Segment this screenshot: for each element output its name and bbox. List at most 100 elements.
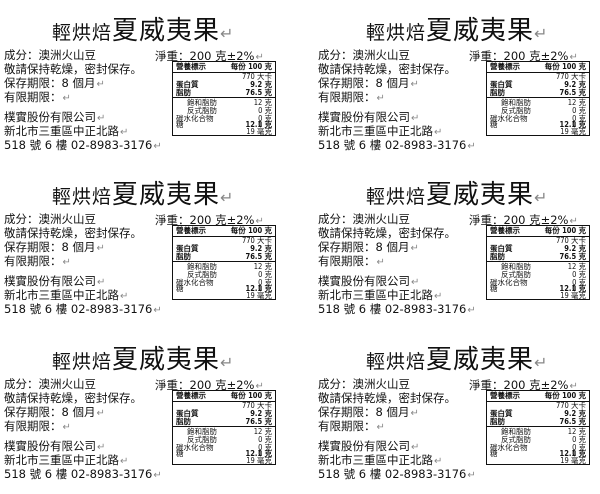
storage-text: 敬請保持乾燥，密封保存。 bbox=[318, 391, 456, 405]
address-line-2: 518 號 6 樓 02-8983-3176↵ bbox=[318, 302, 476, 316]
storage-text: 敬請保持乾燥，密封保存。 bbox=[318, 62, 456, 76]
paragraph-mark-icon: ↵ bbox=[467, 141, 476, 152]
paragraph-mark-icon: ↵ bbox=[62, 422, 71, 433]
company-name: 樸實股份有限公司↵ bbox=[318, 439, 420, 453]
paragraph-mark-icon: ↵ bbox=[569, 52, 578, 63]
paragraph-mark-icon: ↵ bbox=[62, 93, 71, 104]
address-line-2: 518 號 6 樓 02-8983-3176↵ bbox=[4, 302, 162, 316]
ingredients-text: 成分：澳洲火山豆 bbox=[4, 212, 96, 226]
paragraph-mark-icon: ↵ bbox=[97, 113, 106, 124]
paragraph-mark-icon: ↵ bbox=[97, 277, 106, 288]
paragraph-mark-icon: ↵ bbox=[220, 353, 234, 372]
storage-text: 敬請保持乾燥，密封保存。 bbox=[4, 391, 142, 405]
expiry-text: 有限期限：↵ bbox=[318, 90, 385, 104]
title-prefix: 輕烘焙 bbox=[366, 22, 427, 44]
nutrition-row: 19 毫克 bbox=[560, 291, 586, 300]
paragraph-mark-icon: ↵ bbox=[411, 277, 420, 288]
table-divider bbox=[173, 97, 275, 98]
product-label: 輕烘焙夏威夷果↵ 成分：澳洲火山豆 淨重：200 克±2%↵ 敬請保持乾燥，密封… bbox=[0, 329, 290, 487]
product-title: 輕烘焙夏威夷果↵ bbox=[366, 339, 547, 376]
nutrition-header: 營養標示每份 100 克 bbox=[487, 62, 589, 73]
address-line-1: 新北市三重區中正北路↵ bbox=[4, 124, 129, 138]
address-line-2: 518 號 6 樓 02-8983-3176↵ bbox=[4, 138, 162, 152]
nutrition-row: 19 毫克 bbox=[246, 127, 272, 136]
net-weight-text: 淨重：200 克±2%↵ bbox=[469, 213, 578, 227]
paragraph-mark-icon: ↵ bbox=[411, 113, 420, 124]
company-name: 樸實股份有限公司↵ bbox=[318, 274, 420, 288]
paragraph-mark-icon: ↵ bbox=[96, 408, 105, 419]
product-label: 輕烘焙夏威夷果↵ 成分：澳洲火山豆 淨重：200 克±2%↵ 敬請保持乾燥，密封… bbox=[314, 0, 600, 158]
paragraph-mark-icon: ↵ bbox=[255, 216, 264, 227]
paragraph-mark-icon: ↵ bbox=[411, 442, 420, 453]
paragraph-mark-icon: ↵ bbox=[97, 442, 106, 453]
address-line-2: 518 號 6 樓 02-8983-3176↵ bbox=[318, 467, 476, 481]
paragraph-mark-icon: ↵ bbox=[467, 470, 476, 481]
paragraph-mark-icon: ↵ bbox=[153, 305, 162, 316]
expiry-text: 有限期限：↵ bbox=[318, 254, 385, 268]
paragraph-mark-icon: ↵ bbox=[376, 93, 385, 104]
product-label: 輕烘焙夏威夷果↵ 成分：澳洲火山豆 淨重：200 克±2%↵ 敬請保持乾燥，密封… bbox=[314, 164, 600, 322]
title-prefix: 輕烘焙 bbox=[366, 186, 427, 208]
title-main: 夏威夷果 bbox=[112, 345, 221, 375]
product-title: 輕烘焙夏威夷果↵ bbox=[52, 10, 233, 47]
expiry-text: 有限期限：↵ bbox=[318, 419, 385, 433]
product-title: 輕烘焙夏威夷果↵ bbox=[366, 10, 547, 47]
table-divider bbox=[173, 426, 275, 427]
shelf-life-text: 保存期限：8 個月↵ bbox=[4, 405, 105, 419]
nutrition-header: 營養標示每份 100 克 bbox=[173, 226, 275, 237]
ingredients-text: 成分：澳洲火山豆 bbox=[318, 212, 410, 226]
storage-text: 敬請保持乾燥，密封保存。 bbox=[4, 62, 142, 76]
paragraph-mark-icon: ↵ bbox=[569, 216, 578, 227]
title-prefix: 輕烘焙 bbox=[52, 186, 113, 208]
expiry-text: 有限期限：↵ bbox=[4, 254, 71, 268]
net-weight-text: 淨重：200 克±2%↵ bbox=[155, 378, 264, 392]
ingredients-text: 成分：澳洲火山豆 bbox=[4, 377, 96, 391]
address-line-1: 新北市三重區中正北路↵ bbox=[318, 453, 443, 467]
ingredients-text: 成分：澳洲火山豆 bbox=[4, 48, 96, 62]
address-line-2: 518 號 6 樓 02-8983-3176↵ bbox=[4, 467, 162, 481]
title-main: 夏威夷果 bbox=[112, 16, 221, 46]
nutrition-header: 營養標示每份 100 克 bbox=[487, 226, 589, 237]
nutrition-header: 營養標示每份 100 克 bbox=[173, 62, 275, 73]
company-name: 樸實股份有限公司↵ bbox=[318, 110, 420, 124]
address-line-1: 新北市三重區中正北路↵ bbox=[318, 124, 443, 138]
company-name: 樸實股份有限公司↵ bbox=[4, 439, 106, 453]
paragraph-mark-icon: ↵ bbox=[255, 52, 264, 63]
product-label: 輕烘焙夏威夷果↵ 成分：澳洲火山豆 淨重：200 克±2%↵ 敬請保持乾燥，密封… bbox=[0, 0, 290, 158]
nutrition-header: 營養標示每份 100 克 bbox=[173, 391, 275, 402]
address-line-1: 新北市三重區中正北路↵ bbox=[318, 288, 443, 302]
nutrition-row: 770 大卡 bbox=[555, 236, 586, 245]
shelf-life-text: 保存期限：8 個月↵ bbox=[4, 76, 105, 90]
net-weight-text: 淨重：200 克±2%↵ bbox=[469, 49, 578, 63]
nutrition-row: 19 毫克 bbox=[560, 127, 586, 136]
table-divider bbox=[487, 426, 589, 427]
paragraph-mark-icon: ↵ bbox=[120, 291, 129, 302]
